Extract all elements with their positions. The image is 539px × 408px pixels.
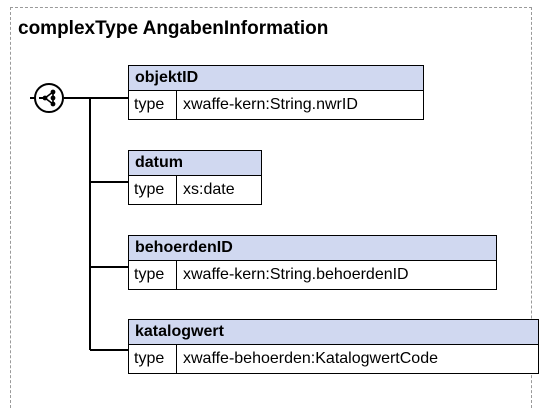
type-label: type [129,91,177,120]
type-label: type [129,345,177,374]
element-name: katalogwert [129,320,538,345]
type-value: xs:date [183,181,235,198]
element-box-behoerdenid: behoerdenID type xwaffe-kern:String.beho… [128,235,497,290]
element-name: behoerdenID [129,236,496,261]
element-name: datum [129,151,261,176]
sequence-icon [34,83,64,113]
element-box-datum: datum type xs:date [128,150,262,205]
element-box-katalogwert: katalogwert type xwaffe-behoerden:Katalo… [128,319,539,374]
type-label: type [129,261,177,290]
connector-out [64,97,90,99]
type-value: xwaffe-kern:String.behoerdenID [183,266,409,283]
type-value: xwaffe-kern:String.nwrID [183,96,358,113]
connector-trunk [89,97,91,350]
diagram-frame [10,7,532,408]
diagram-title: complexType AngabenInformation [18,18,329,39]
connector-in [30,97,35,99]
element-box-objektid: objektID type xwaffe-kern:String.nwrID [128,65,424,120]
element-name: objektID [129,66,423,91]
connector-branch-behoerdenid [90,266,128,268]
type-label: type [129,176,177,205]
connector-branch-objektid [90,97,128,99]
connector-branch-datum [90,181,128,183]
type-value: xwaffe-behoerden:KatalogwertCode [183,350,438,367]
connector-branch-katalogwert [90,349,128,351]
